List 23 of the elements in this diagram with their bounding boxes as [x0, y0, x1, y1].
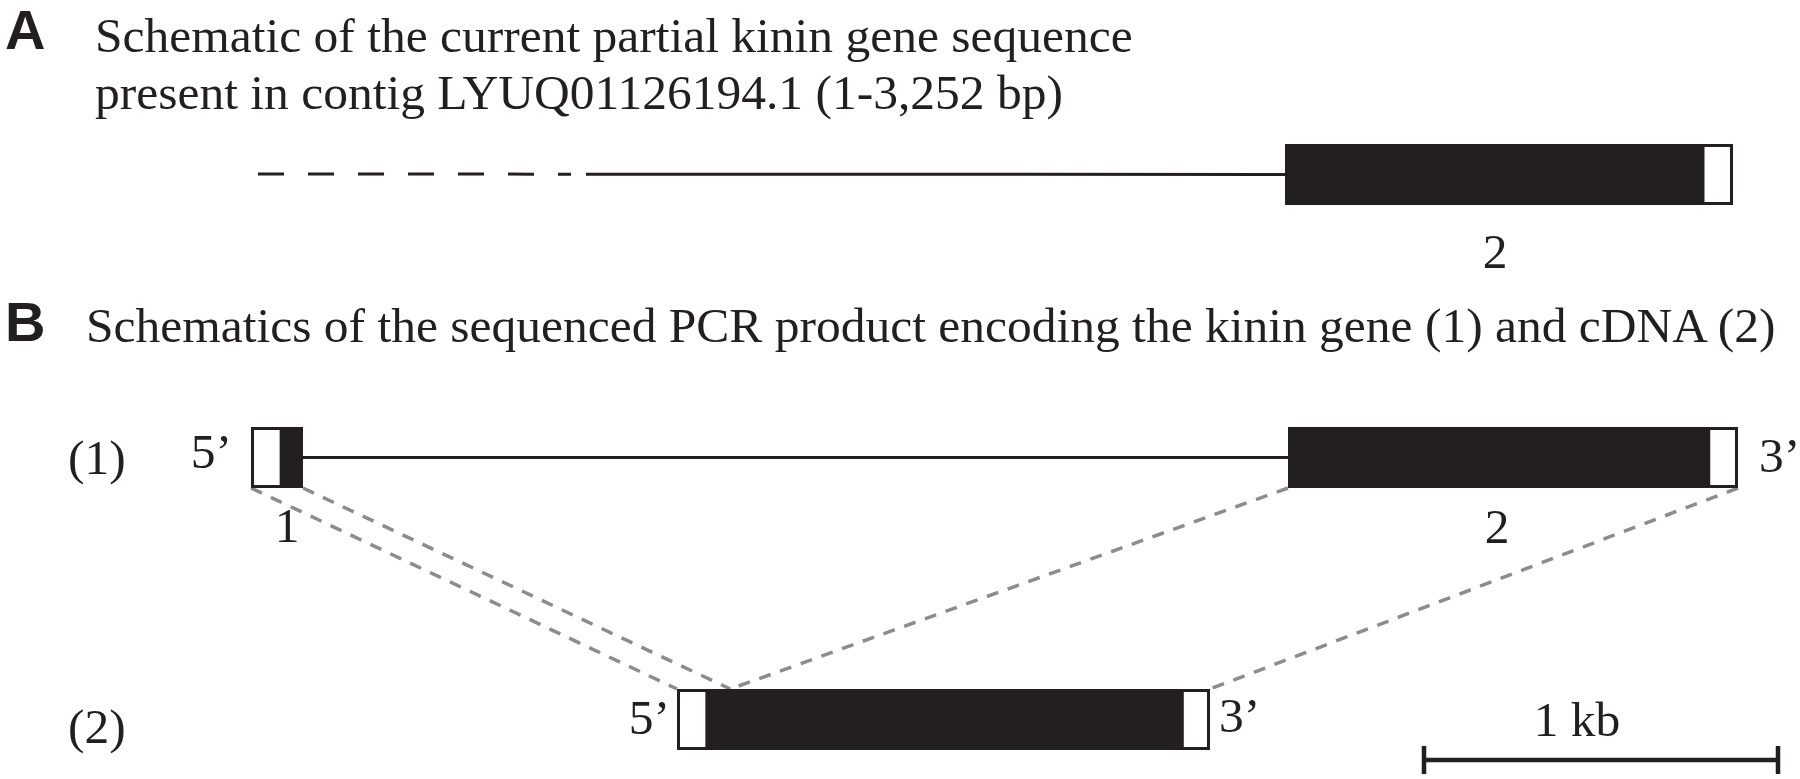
- exon-box: [1285, 144, 1733, 205]
- transcript-box: [677, 689, 1210, 750]
- panel-letter: A: [5, 2, 46, 58]
- end-label: 3’: [1219, 687, 1261, 745]
- panel-title: Schematics of the sequenced PCR product encoding the kinin gene (1) and cDNA (2): [86, 297, 1776, 355]
- guide-line: [250, 486, 678, 691]
- end-label: 5’: [628, 689, 670, 747]
- exon-number: 1: [274, 497, 300, 555]
- exon-box: [251, 427, 303, 488]
- row-label: (2): [68, 698, 126, 756]
- intron-line: [303, 456, 1288, 459]
- exon-number: 2: [1482, 223, 1508, 281]
- sequence-line: [258, 172, 1285, 176]
- panel-letter: B: [5, 294, 46, 350]
- end-label: 3’: [1759, 427, 1800, 485]
- exon-box: [1288, 427, 1738, 488]
- end-label: 5’: [190, 423, 232, 481]
- guide-line: [302, 486, 732, 691]
- panel-title: Schematic of the current partial kinin gene sequence present in contig LYUQ01126194.1 (1-3,252 bp): [95, 7, 1134, 122]
- scale-label: 1 kb: [1533, 691, 1621, 749]
- row-label: (1): [68, 429, 126, 487]
- guide-line: [1209, 486, 1739, 691]
- exon-number: 2: [1484, 498, 1510, 556]
